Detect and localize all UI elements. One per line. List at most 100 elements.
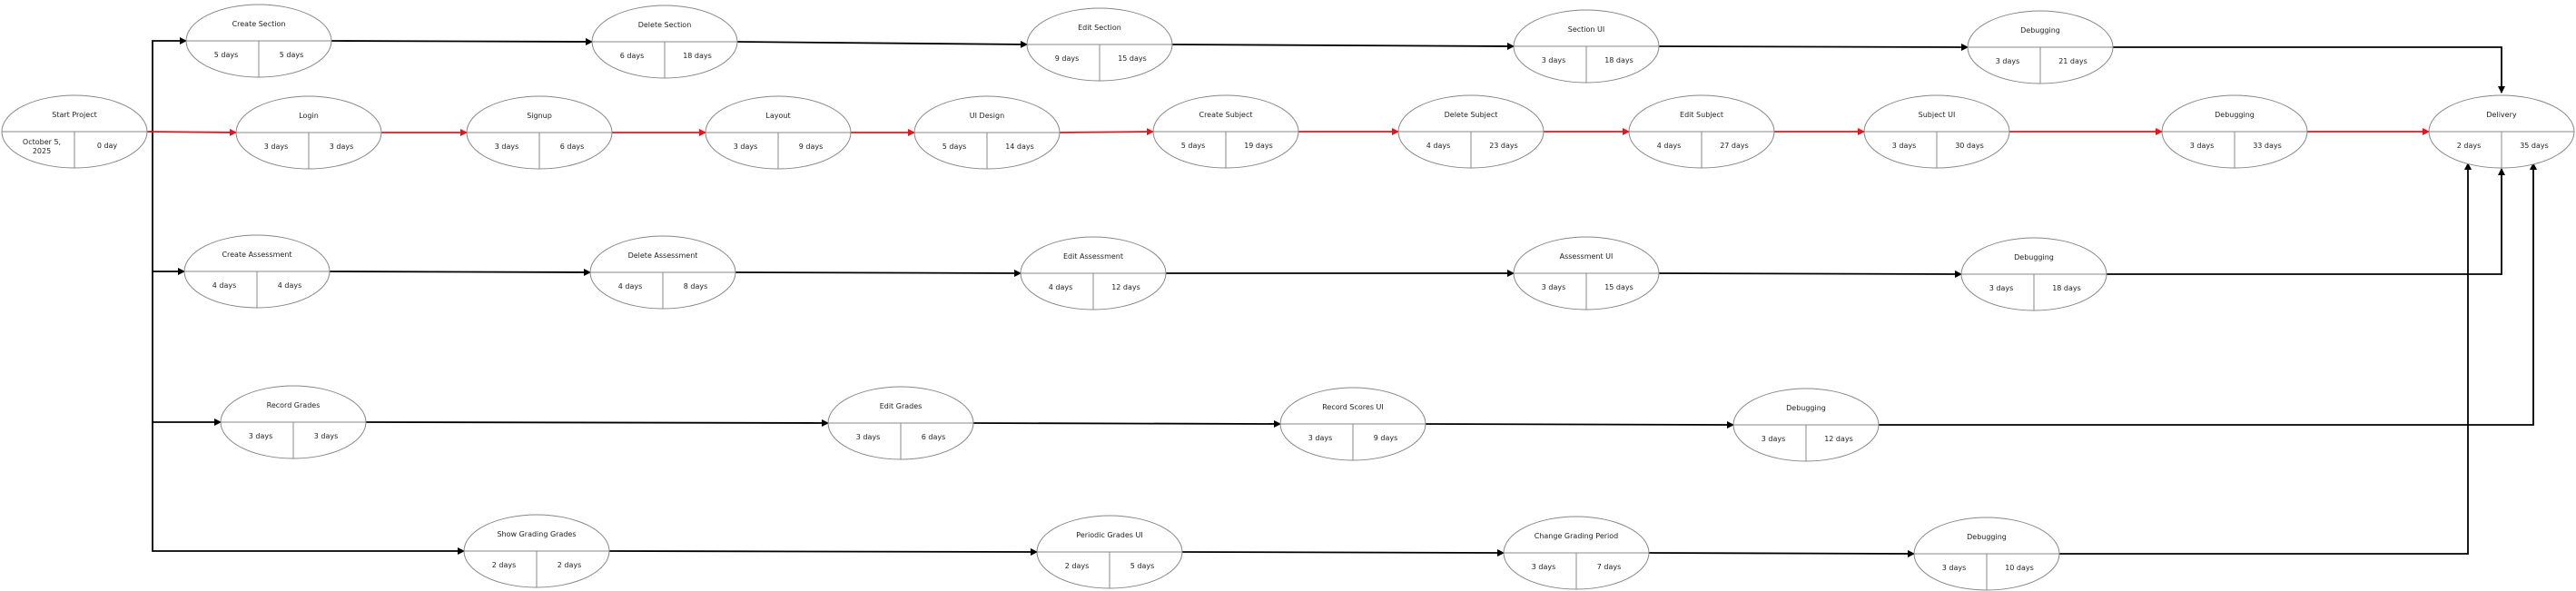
node-title: Delete Assessment	[628, 251, 698, 260]
node-title: Layout	[765, 112, 790, 120]
node-cumulative: 33 days	[2253, 142, 2282, 150]
node-duration: 3 days	[495, 143, 519, 151]
dependency-arrow	[365, 419, 829, 427]
node-title: Periodic Grades UI	[1076, 531, 1142, 539]
node-cumulative: 18 days	[683, 52, 712, 60]
node-duration: 3 days	[1942, 564, 1967, 572]
node-duration: 3 days	[1542, 283, 1566, 291]
node-title: Debugging	[2215, 111, 2255, 119]
node-cumulative: 27 days	[1720, 142, 1749, 150]
dependency-arrow	[1658, 43, 1969, 51]
node-cumulative: 21 days	[2058, 57, 2087, 65]
node-cumulative: 10 days	[2005, 564, 2034, 572]
node-duration: 3 days	[1989, 284, 2014, 292]
dependency-arrow	[1425, 420, 1734, 428]
node-cumulative: 12 days	[1111, 283, 1140, 291]
node-assessment-ui: Assessment UI 3 days 15 days	[1513, 236, 1660, 310]
dependency-arrow	[972, 419, 1281, 428]
node-duration: October 5,2025	[23, 138, 61, 155]
dependency-arrow	[1648, 549, 1915, 557]
dependency-arrow	[1658, 270, 1962, 278]
node-duration: 3 days	[1542, 56, 1566, 64]
dependency-arrow	[2107, 168, 2505, 275]
node-duration: 2 days	[492, 561, 517, 569]
node-title: Debugging	[1786, 404, 1826, 412]
node-title: Record Grades	[267, 401, 321, 409]
node-subject-ui: Subject UI 3 days 30 days	[1863, 94, 2010, 169]
node-title: Login	[299, 112, 319, 120]
dependency-arrow	[1171, 42, 1515, 50]
node-cumulative: 9 days	[1374, 434, 1398, 442]
node-duration: 4 days	[212, 281, 237, 290]
node-duration: 4 days	[1049, 283, 1073, 291]
node-cumulative: 12 days	[1824, 435, 1853, 443]
node-title: Delete Section	[638, 21, 692, 29]
node-title: Debugging	[2014, 253, 2054, 261]
node-title: Section UI	[1568, 25, 1604, 34]
node-duration: 3 days	[264, 143, 289, 151]
node-title: Edit Subject	[1680, 111, 1723, 119]
node-title: Subject UI	[1919, 111, 1956, 119]
node-cumulative: 5 days	[1130, 562, 1155, 570]
dependency-arrow	[1879, 163, 2537, 426]
node-cumulative: 30 days	[1955, 142, 1984, 150]
dependency-arrow	[152, 422, 465, 555]
dependency-arrow	[735, 269, 1022, 277]
node-duration: 5 days	[214, 51, 239, 59]
node-duration: 2 days	[2457, 142, 2482, 150]
node-duration: 3 days	[2190, 142, 2215, 150]
node-cumulative: 15 days	[1604, 283, 1633, 291]
node-duration: 3 days	[1892, 142, 1917, 150]
node-cumulative: 15 days	[1118, 54, 1147, 63]
node-title: Change Grading Period	[1535, 532, 1619, 540]
node-title: Show Grading Grades	[497, 530, 576, 538]
node-title: Edit Grades	[880, 402, 923, 410]
node-cumulative: 18 days	[2052, 284, 2081, 292]
node-record-scores-ui: Record Scores UI 3 days 9 days	[1279, 387, 1426, 461]
node-cumulative: 14 days	[1005, 143, 1034, 151]
node-duration: 4 days	[1426, 142, 1451, 150]
node-title: Edit Assessment	[1063, 252, 1123, 261]
node-cumulative: 9 days	[799, 143, 824, 151]
dependency-arrow	[608, 547, 1038, 556]
node-title: UI Design	[970, 112, 1004, 120]
node-debugging-3: Debugging 3 days 18 days	[1960, 237, 2107, 311]
node-ui-design: UI Design 5 days 14 days	[913, 95, 1061, 170]
node-cumulative: 5 days	[280, 51, 304, 59]
node-duration: 6 days	[620, 52, 645, 60]
node-layout: Layout 3 days 9 days	[705, 95, 852, 170]
dependency-arrow	[329, 268, 591, 276]
dependency-arrow	[150, 37, 187, 133]
node-login: Login 3 days 3 days	[235, 95, 382, 170]
node-cumulative: 4 days	[278, 281, 302, 290]
node-cumulative: 6 days	[560, 143, 585, 151]
node-title: Record Scores UI	[1322, 403, 1384, 411]
node-duration: 9 days	[1055, 54, 1080, 63]
dependency-arrow	[2059, 163, 2472, 555]
node-title: Assessment UI	[1560, 252, 1614, 261]
node-duration: 3 days	[734, 143, 758, 151]
node-cumulative: 2 days	[558, 561, 582, 569]
node-duration: 5 days	[943, 143, 967, 151]
node-cumulative: 19 days	[1244, 142, 1273, 150]
node-cumulative: 3 days	[330, 143, 354, 151]
node-duration: 2 days	[1065, 562, 1090, 570]
node-duration: 3 days	[249, 432, 273, 440]
node-title: Debugging	[1967, 533, 2007, 541]
dependency-arrow	[152, 132, 185, 275]
node-duration: 3 days	[1308, 434, 1333, 442]
node-show-grading-grades: Show Grading Grades 2 days 2 days	[463, 514, 610, 588]
node-debugging-5: Debugging 3 days 10 days	[1913, 517, 2060, 591]
node-cumulative: 35 days	[2520, 142, 2549, 150]
node-title: Start Project	[52, 111, 96, 119]
